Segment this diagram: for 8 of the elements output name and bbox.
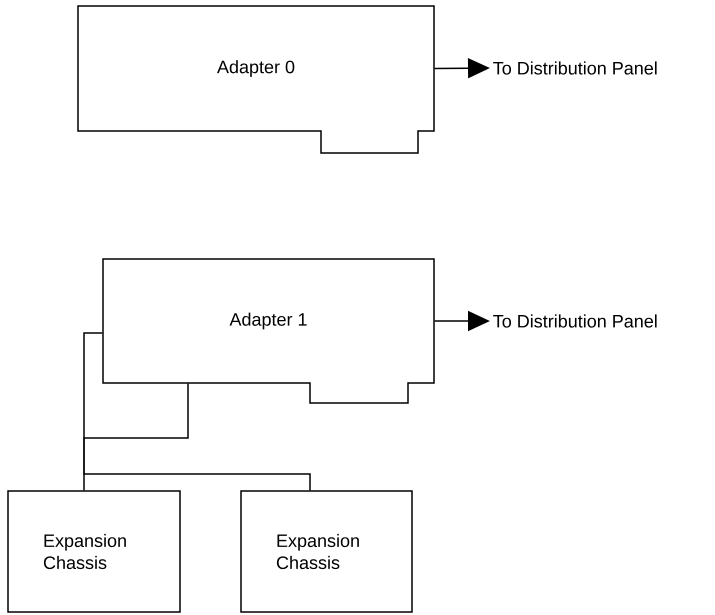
chassis-box: Expansion Chassis (240, 490, 413, 613)
destination-label: To Distribution Panel (493, 314, 657, 328)
connector-line (83, 332, 102, 490)
destination-label: To Distribution Panel (493, 61, 657, 75)
adapter-card: Adapter 1 (102, 258, 435, 404)
connector-line (83, 384, 311, 490)
adapter-card: Adapter 0 (77, 5, 435, 154)
chassis-box: Expansion Chassis (7, 490, 181, 613)
